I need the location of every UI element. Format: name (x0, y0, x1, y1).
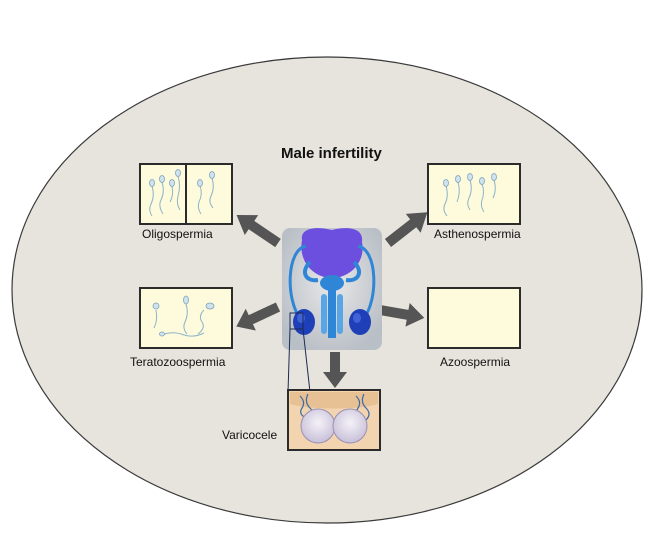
panel-oligospermia (139, 163, 233, 225)
reproductive-anatomy-illustration (282, 228, 382, 350)
arrow-teratozoospermia (236, 302, 281, 331)
testis-right (349, 309, 371, 335)
bladder-shape (301, 228, 363, 278)
varicocele-testis-right (332, 408, 368, 444)
label-oligospermia: Oligospermia (142, 227, 213, 241)
arrow-varicocele (323, 352, 347, 388)
arrows (236, 212, 428, 388)
label-azoospermia: Azoospermia (440, 355, 511, 369)
panel-asthenospermia (427, 163, 521, 225)
panel-varicocele (287, 389, 381, 451)
zoom-box (289, 312, 304, 330)
varicocele-testis-left (300, 408, 336, 444)
label-asthenospermia: Asthenospermia (434, 227, 521, 241)
arrow-asthenospermia (384, 212, 428, 247)
label-teratozoospermia: Teratozoospermia (130, 355, 226, 369)
label-varicocele: Varicocele (222, 428, 278, 442)
panel-teratozoospermia (139, 287, 233, 349)
arrow-azoospermia (379, 303, 425, 327)
arrow-oligospermia (236, 215, 281, 248)
panel-azoospermia (427, 287, 521, 349)
diagram-title: Male infertility (281, 145, 382, 162)
